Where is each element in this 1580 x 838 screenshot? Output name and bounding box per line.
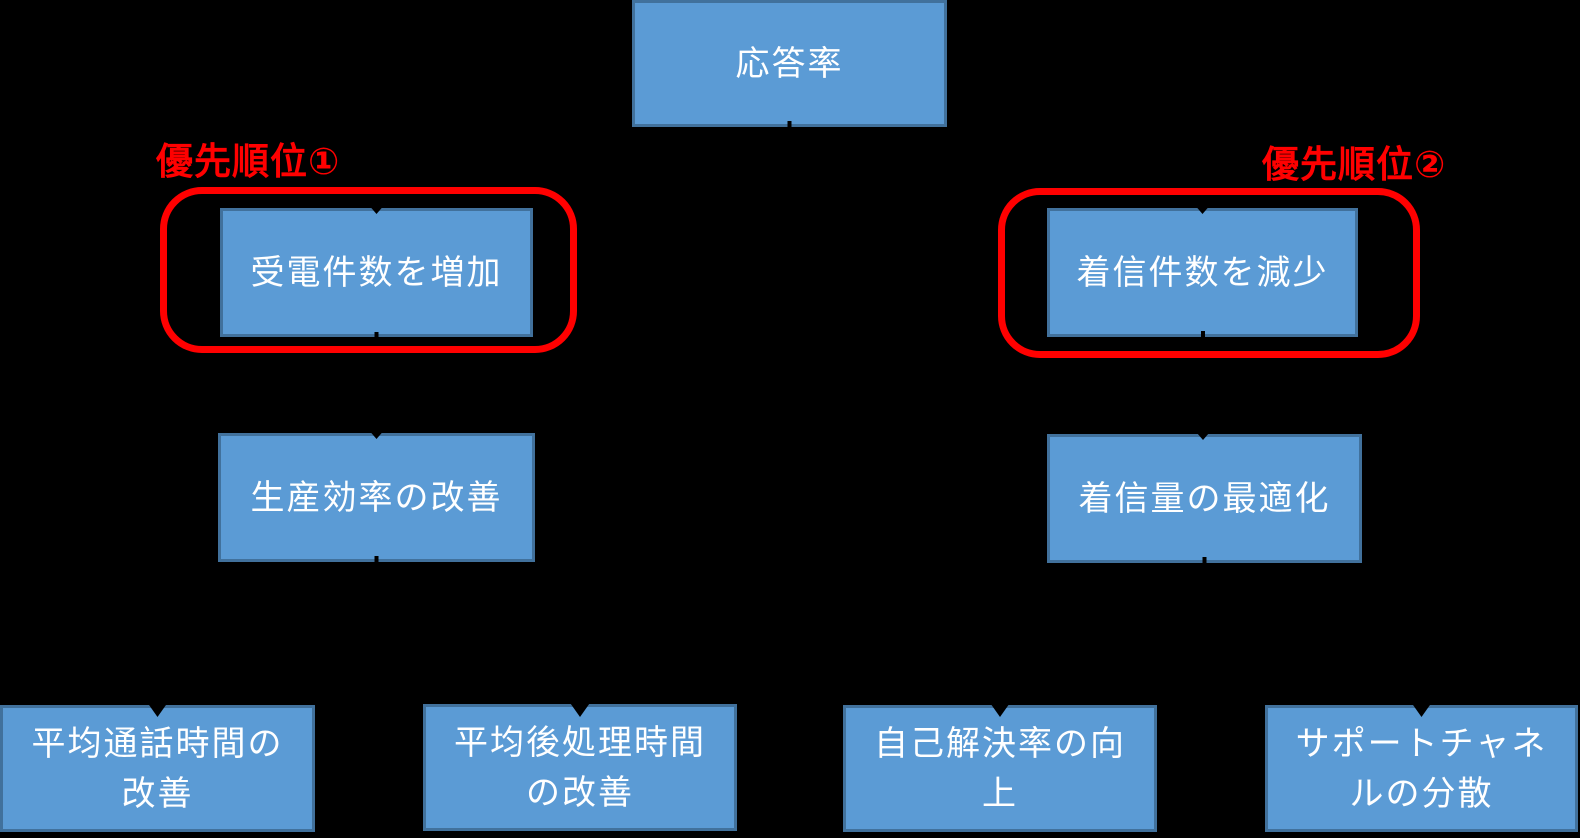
node-optimize-call-volume: 着信量の最適化 bbox=[1047, 434, 1362, 563]
node-improve-avg-talk-time: 平均通話時間の 改善 bbox=[0, 705, 315, 832]
node-optimize-call-volume-label: 着信量の最適化 bbox=[1078, 478, 1331, 519]
priority-1-label: 優先順位① bbox=[156, 140, 341, 183]
connector-left2-to-bottom2 bbox=[374, 556, 582, 702]
node-improve-self-resolution-rate-line2: 上 bbox=[982, 773, 1018, 814]
priority-2-label: 優先順位② bbox=[1262, 143, 1447, 186]
node-decrease-incoming-calls-label: 着信件数を減少 bbox=[1076, 252, 1329, 293]
node-increase-received-calls-label: 受電件数を増加 bbox=[250, 252, 503, 293]
node-improve-self-resolution-rate: 自己解決率の向 上 bbox=[843, 705, 1157, 832]
node-improve-productivity: 生産効率の改善 bbox=[218, 433, 535, 562]
node-improve-productivity-label: 生産効率の改善 bbox=[250, 477, 503, 518]
node-distribute-support-channels-line1: サポートチャネ bbox=[1295, 723, 1548, 764]
node-response-rate-label: 応答率 bbox=[735, 43, 844, 84]
node-increase-received-calls: 受電件数を増加 bbox=[220, 208, 533, 337]
node-distribute-support-channels-line2: ルの分散 bbox=[1349, 773, 1494, 814]
node-improve-avg-talk-time-line2: 改善 bbox=[121, 773, 194, 814]
node-improve-after-call-work-time-line2: の改善 bbox=[526, 772, 634, 813]
node-improve-avg-talk-time-line1: 平均通話時間の bbox=[31, 723, 284, 764]
node-response-rate: 応答率 bbox=[632, 0, 947, 127]
node-improve-self-resolution-rate-line1: 自己解決率の向 bbox=[874, 723, 1126, 764]
node-distribute-support-channels: サポートチャネ ルの分散 bbox=[1265, 705, 1578, 832]
connector-left2-to-bottom1 bbox=[155, 556, 379, 702]
node-improve-after-call-work-time-line1: 平均後処理時間 bbox=[454, 722, 706, 763]
connector-right2-to-bottom4 bbox=[1202, 557, 1424, 702]
priority-1-highlight bbox=[160, 187, 577, 353]
priority-2-highlight bbox=[998, 188, 1420, 358]
connector-right2-to-bottom3 bbox=[998, 557, 1207, 702]
node-improve-after-call-work-time: 平均後処理時間 の改善 bbox=[423, 704, 737, 831]
